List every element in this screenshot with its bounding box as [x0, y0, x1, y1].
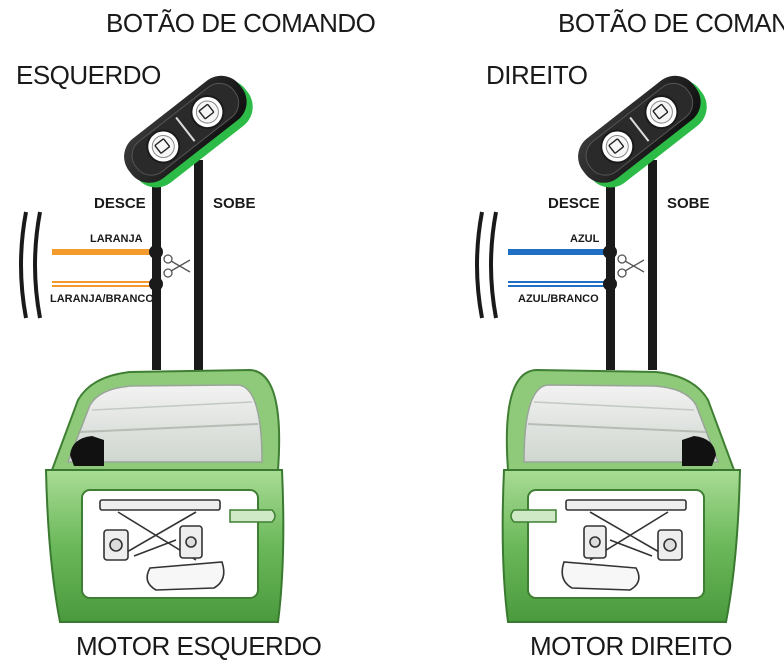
right-down-label: DESCE — [548, 195, 600, 212]
left-door-illustration — [45, 369, 285, 623]
right-up-label: SOBE — [667, 195, 710, 212]
right-wire1-label: AZUL — [570, 233, 600, 245]
right-diagram: BOTÃO DE COMANDO DIREITO DESCE SOBE AZUL… — [475, 8, 784, 661]
left-header: BOTÃO DE COMANDO — [106, 8, 375, 38]
left-wire2-label: LARANJA/BRANCO — [50, 293, 154, 305]
right-scissors-icon — [617, 254, 645, 278]
left-diagram: BOTÃO DE COMANDO ESQUERDO DESCE SOBE LAR… — [16, 8, 376, 661]
right-side-label: DIREITO — [486, 60, 587, 90]
left-wire1-label: LARANJA — [90, 233, 143, 245]
right-door-illustration — [501, 369, 741, 623]
right-wire-1 — [508, 249, 610, 255]
right-header: BOTÃO DE COMANDO — [558, 8, 784, 38]
left-side-label: ESQUERDO — [16, 60, 161, 90]
right-window-switch-icon — [567, 64, 718, 200]
left-motor-label: MOTOR ESQUERDO — [76, 631, 321, 661]
left-scissors-icon — [163, 254, 191, 278]
left-wire-1 — [52, 249, 156, 255]
left-down-label: DESCE — [94, 195, 146, 212]
left-up-label: SOBE — [213, 195, 256, 212]
right-wire2-label: AZUL/BRANCO — [518, 293, 599, 305]
right-motor-label: MOTOR DIREITO — [530, 631, 732, 661]
